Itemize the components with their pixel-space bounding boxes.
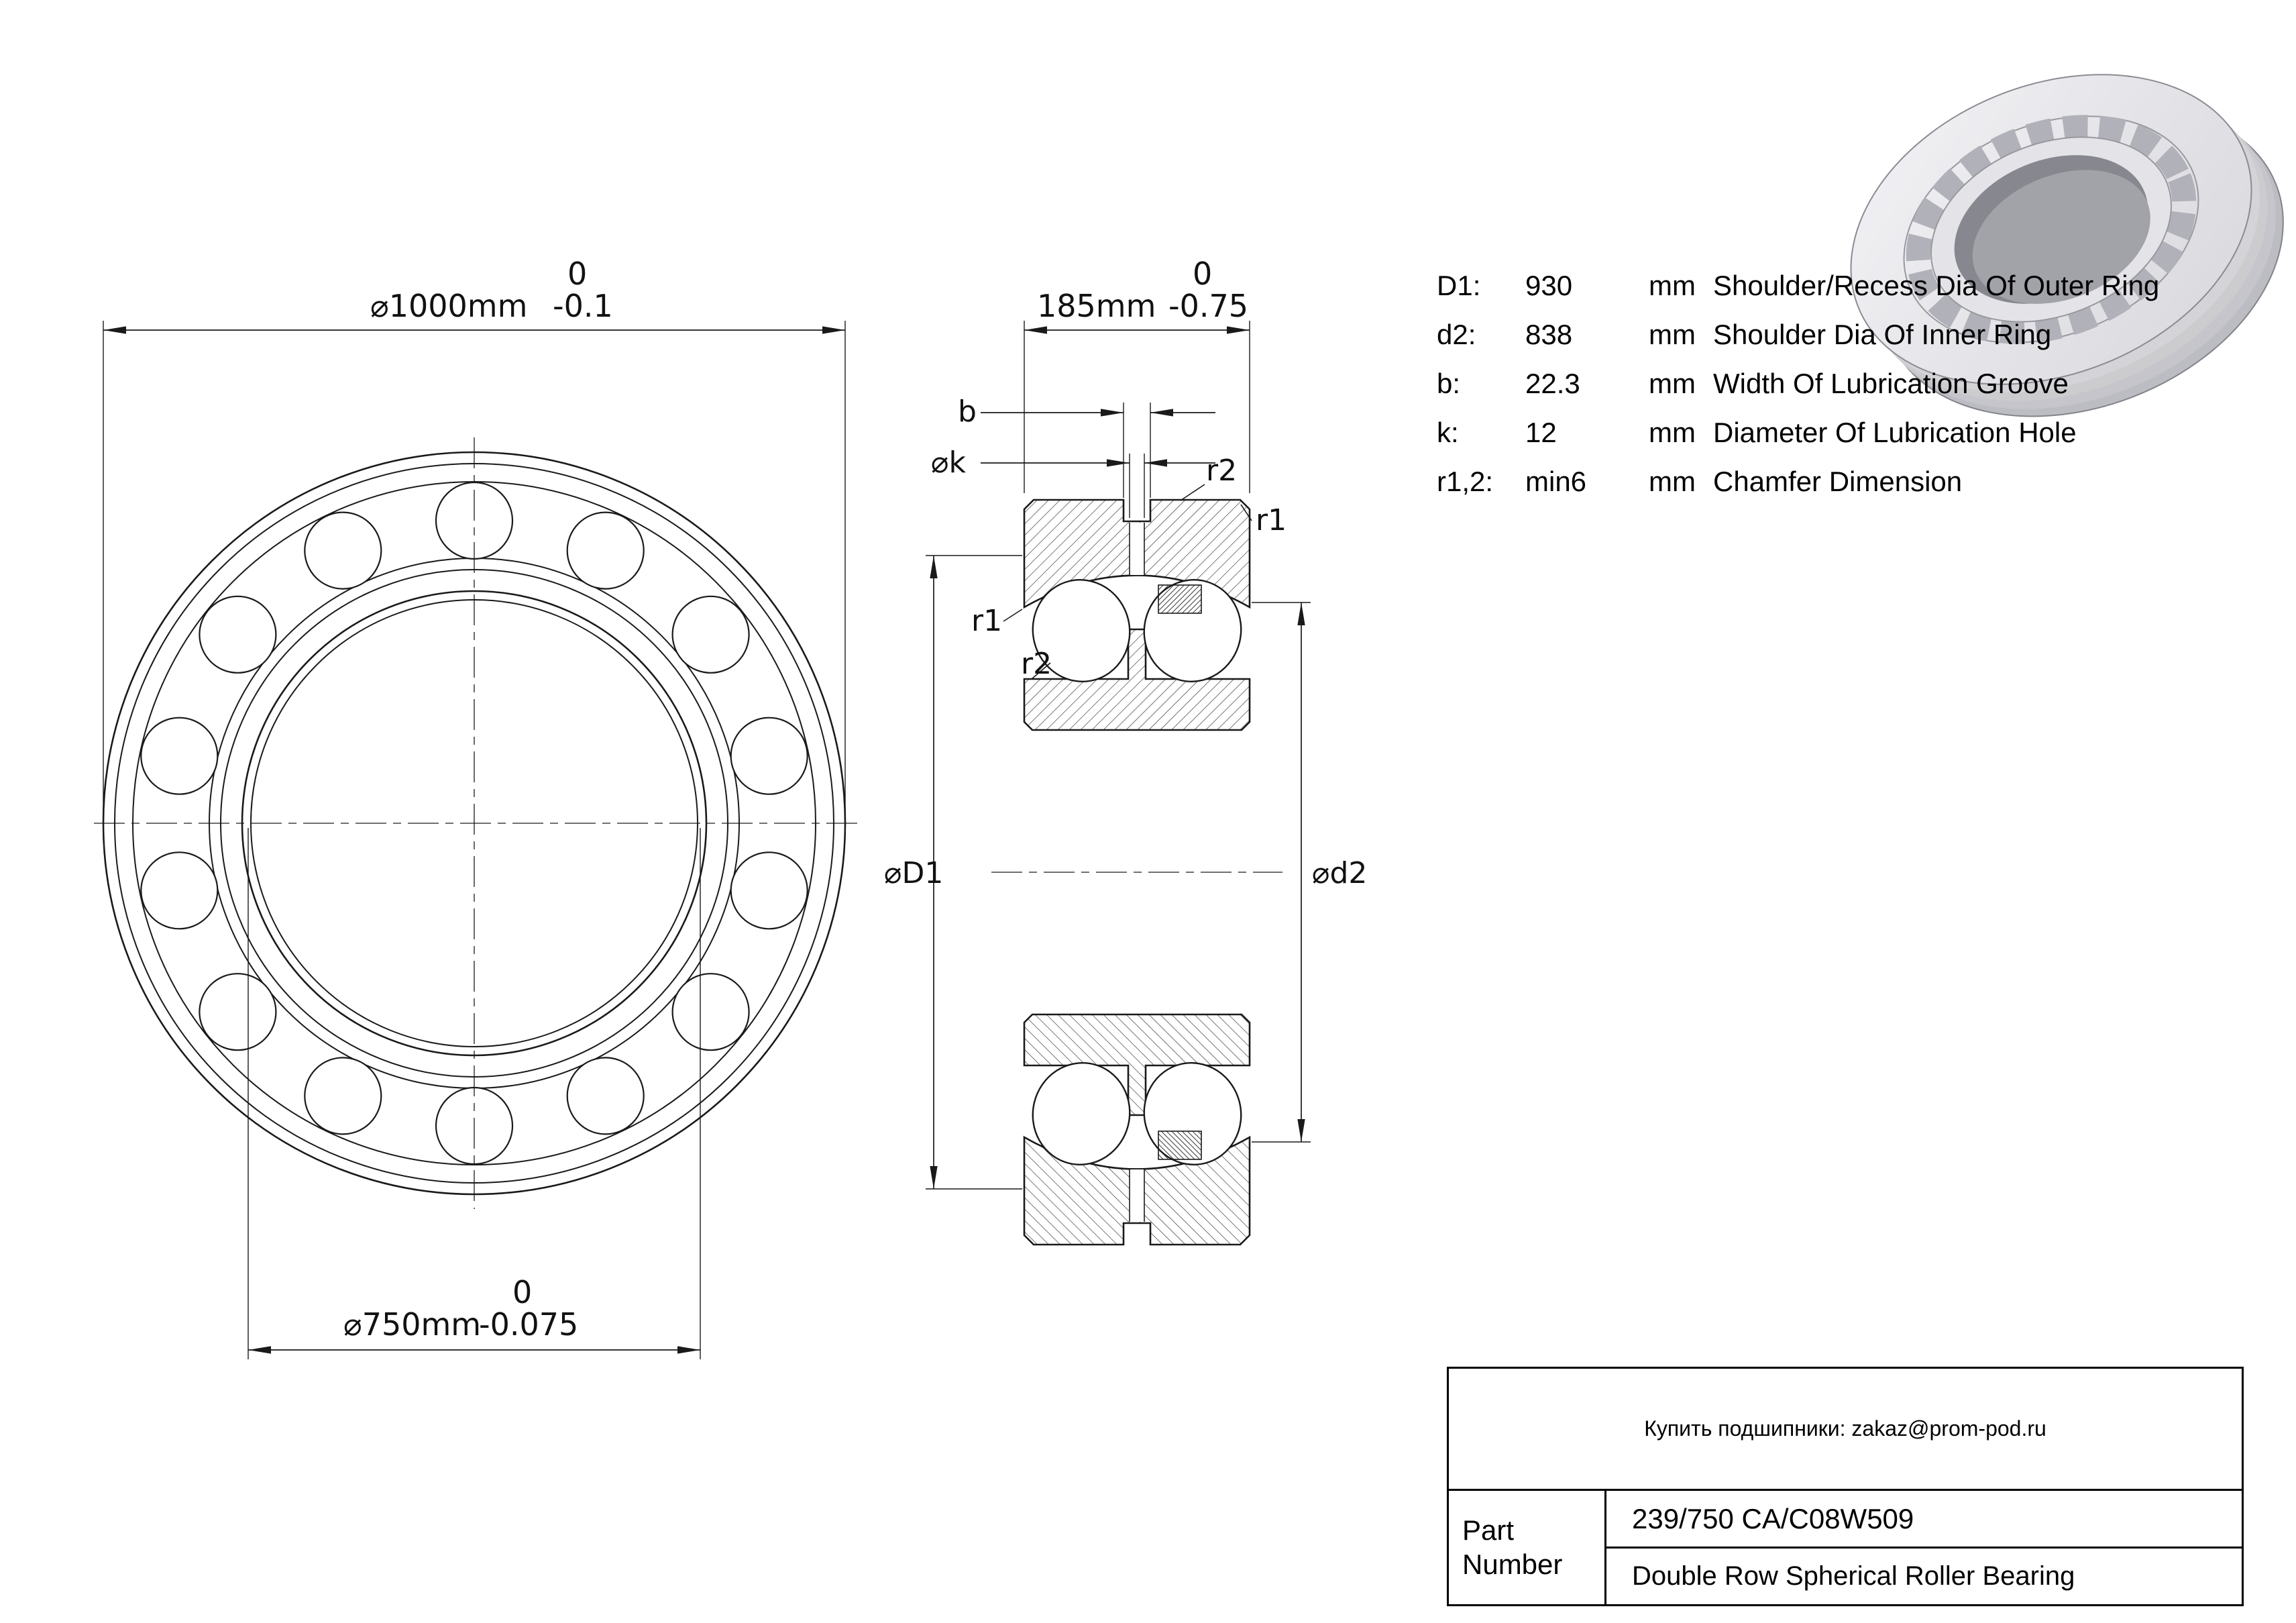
spec-value: 22.3 [1525,367,1580,399]
roller-ball [730,717,808,795]
title-block-bottom-row: Part Number 239/750 CA/C08W509 Double Ro… [1449,1491,2242,1604]
roller-ball [140,851,219,930]
spec-value: min6 [1525,465,1587,497]
roller-ball [730,851,808,930]
groove-width-dimension: b [958,395,1215,498]
od-tolerance-upper: 0 [567,256,587,292]
spec-row: d2: 838 mm Shoulder Dia Of Inner Ring [1437,310,2282,359]
hole-dia-label: ⌀k [931,446,966,480]
spec-value: 930 [1525,269,1573,301]
spec-unit: mm [1649,465,1696,497]
section-top-half [1023,499,1251,731]
spec-row: D1: 930 mm Shoulder/Recess Dia Of Outer … [1437,261,2282,310]
spec-value: 838 [1525,318,1573,350]
roller-ball [140,717,219,795]
cage-section [1158,584,1202,614]
roller-ball [671,973,750,1051]
spherical-roller [1032,579,1131,682]
bearing-3d-render [1850,74,2284,417]
spec-table: D1: 930 mm Shoulder/Recess Dia Of Outer … [1437,261,2282,506]
spec-row: b: 22.3 mm Width Of Lubrication Groove [1437,359,2282,408]
bore-tolerance-lower: -0.075 [479,1306,578,1343]
roller-ball [566,511,645,590]
bore-tolerance-upper: 0 [512,1274,532,1310]
front-view-rollers [140,481,808,1165]
spec-description: Diameter Of Lubrication Hole [1713,416,2077,448]
spec-symbol: k: [1437,416,1459,448]
part-number-value: 239/750 CA/C08W509 [1606,1491,2242,1549]
spec-symbol: b: [1437,367,1461,399]
spec-unit: mm [1649,416,1696,448]
od-tolerance-lower: -0.1 [553,288,613,324]
spec-unit: mm [1649,269,1696,301]
outer-shoulder-label: ⌀D1 [884,856,943,890]
roller-ball [304,511,382,590]
spec-description: Shoulder Dia Of Inner Ring [1713,318,2052,350]
chamfer-callouts: r2 r1 r1 r2 [971,454,1287,681]
part-number-cell: 239/750 CA/C08W509 Double Row Spherical … [1606,1491,2242,1604]
bore-dimension-text: ⌀750mm [343,1306,481,1343]
part-number-label: Part Number [1449,1491,1606,1604]
spec-description: Width Of Lubrication Groove [1713,367,2069,399]
roller-ball [304,1057,382,1135]
section-bottom-half [1021,1013,1253,1246]
width-tolerance-lower: -0.75 [1168,288,1248,324]
chamfer-r2-label: r2 [1206,454,1237,488]
chamfer-r2-label: r2 [1021,647,1052,681]
roller-ball [199,595,277,674]
spec-value: 12 [1525,416,1557,448]
roller-ball [199,973,277,1051]
groove-width-label: b [958,395,977,429]
width-dimension: 185mm -0.75 0 [1024,256,1250,493]
spec-row: k: 12 mm Diameter Of Lubrication Hole [1437,408,2282,457]
spec-row: r1,2: min6 mm Chamfer Dimension [1437,457,2282,506]
chamfer-r1-label: r1 [1256,503,1287,537]
part-description: Double Row Spherical Roller Bearing [1632,1561,2075,1591]
inner-shoulder-label: ⌀d2 [1312,856,1367,890]
width-tolerance-upper: 0 [1193,256,1212,292]
roller-ball [566,1057,645,1135]
od-dimension-text: ⌀1000mm [370,288,527,324]
outer-shoulder-dimension: ⌀D1 [884,555,1022,1190]
spec-symbol: D1: [1437,269,1481,301]
chamfer-r1-label: r1 [971,604,1002,638]
od-dimension: ⌀1000mm -0.1 0 [103,256,846,819]
contact-text: Купить подшипники: zakaz@prom-pod.ru [1449,1369,2242,1491]
lubrication-hole-fill [1130,523,1144,575]
section-view: 185mm -0.75 0 b ⌀k r2 r1 r1 [884,256,1367,1246]
spec-unit: mm [1649,318,1696,350]
roller-ball [671,595,750,674]
spec-unit: mm [1649,367,1696,399]
spec-description: Chamfer Dimension [1713,465,1963,497]
spec-symbol: r1,2: [1437,465,1494,497]
width-dimension-text: 185mm [1037,288,1156,324]
bearing-3d-bore-wall [1972,170,2150,304]
front-view: ⌀1000mm -0.1 0 ⌀750mm -0.075 0 [94,256,864,1359]
hole-dia-dimension: ⌀k [931,446,1215,518]
title-block: Купить подшипники: zakaz@prom-pod.ru Par… [1447,1367,2244,1606]
spec-symbol: d2: [1437,318,1476,350]
inner-shoulder-dimension: ⌀d2 [1252,602,1367,1143]
bore-dimension: ⌀750mm -0.075 0 [248,828,701,1359]
spec-description: Shoulder/Recess Dia Of Outer Ring [1713,269,2160,301]
